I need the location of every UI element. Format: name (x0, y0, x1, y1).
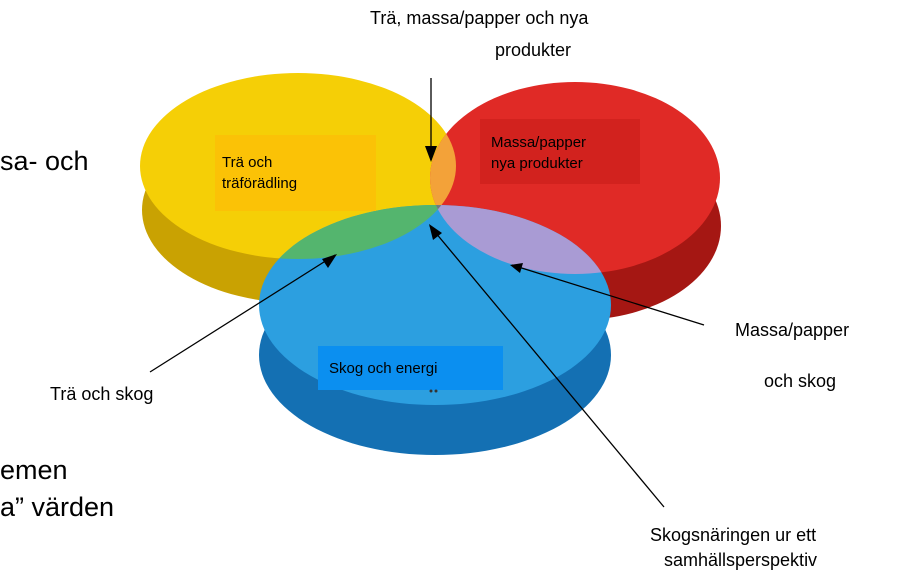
right-label-line-1: Massa/papper (735, 320, 850, 340)
red-circle-label-2: nya produkter (491, 155, 583, 172)
blue-label-box (318, 346, 503, 390)
background-text-line-3: a” värden (0, 492, 115, 522)
overlap-red-blue (430, 205, 611, 274)
red-label-box (480, 119, 640, 184)
top-label-line-2: produkter (495, 40, 572, 60)
arrow-bottom (429, 225, 665, 508)
arrowhead-left (322, 254, 337, 268)
bottom-label-line-2: samhällsperspektiv (664, 550, 818, 570)
arrow-left (149, 254, 336, 373)
arrow-right (511, 264, 705, 326)
arrowhead-right (510, 263, 523, 273)
dot (429, 389, 433, 393)
dot (434, 389, 438, 393)
arrowhead-top (425, 146, 437, 162)
blue-circle-label: Skog och energi (329, 360, 438, 377)
right-label-mask (688, 297, 811, 335)
right-label-line-2: och skog (764, 371, 837, 391)
yellow-circle-label-1: Trä och (222, 154, 273, 171)
background-text-line-2: emen (0, 455, 68, 485)
bottom-label-line-1: Skogsnäringen ur ett (650, 525, 817, 545)
arrowhead-bottom (429, 224, 442, 240)
yellow-label-box (215, 135, 376, 211)
left-label: Trä och skog (50, 384, 154, 404)
top-label-line-1: Trä, massa/papper och nya (370, 8, 589, 28)
yellow-circle-label-2: träförädling (222, 175, 298, 192)
background-text-line-1: sa- och (0, 146, 89, 176)
red-circle-label-1: Massa/papper (491, 134, 587, 151)
